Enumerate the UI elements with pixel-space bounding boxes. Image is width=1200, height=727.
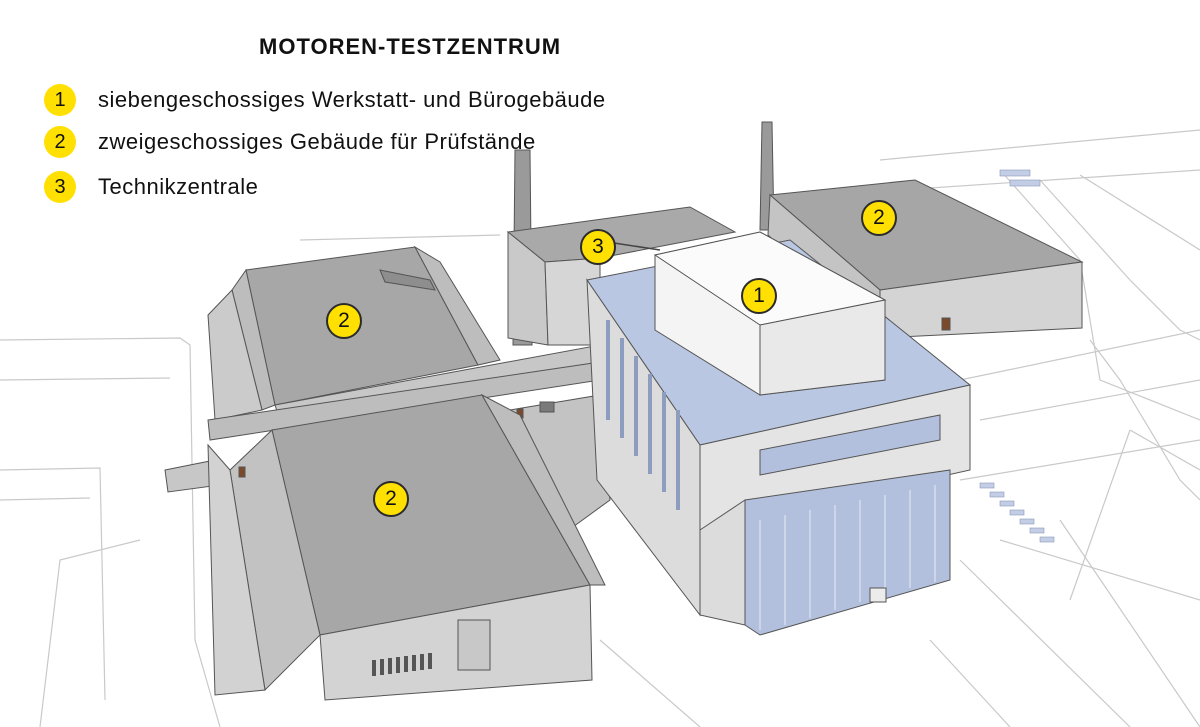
marker-technical-center: 3 xyxy=(580,229,616,265)
lower-left-test-stand-building xyxy=(207,393,606,701)
marker-lower-left-test-stand: 2 xyxy=(373,481,409,517)
marker-office-tower: 1 xyxy=(741,278,777,314)
legend-item-1: 1 siebengeschossiges Werkstatt- und Büro… xyxy=(44,84,606,116)
leader-line-3 xyxy=(613,242,661,251)
legend-number-badge: 2 xyxy=(44,126,76,158)
office-tower-building xyxy=(586,231,972,636)
marker-upper-left-test-stand: 2 xyxy=(326,303,362,339)
page-title: MOTOREN-TESTZENTRUM xyxy=(259,34,562,59)
legend-number-badge: 3 xyxy=(44,171,76,203)
legend-text: zweigeschossiges Gebäude für Prüfstände xyxy=(98,129,536,154)
upper-left-test-stand-building xyxy=(207,245,611,421)
legend-item-2: 2 zweigeschossiges Gebäude für Prüfständ… xyxy=(44,126,536,158)
legend-text: siebengeschossiges Werkstatt- und Büroge… xyxy=(98,87,606,112)
legend-number-badge: 1 xyxy=(44,84,76,116)
site-plan-lines xyxy=(0,129,1200,727)
connecting-corridor xyxy=(164,361,611,541)
parking-marks xyxy=(979,169,1055,543)
legend-text: Technikzentrale xyxy=(98,174,259,199)
marker-right-test-stand: 2 xyxy=(861,200,897,236)
legend-item-3: 3 Technikzentrale xyxy=(44,171,258,203)
